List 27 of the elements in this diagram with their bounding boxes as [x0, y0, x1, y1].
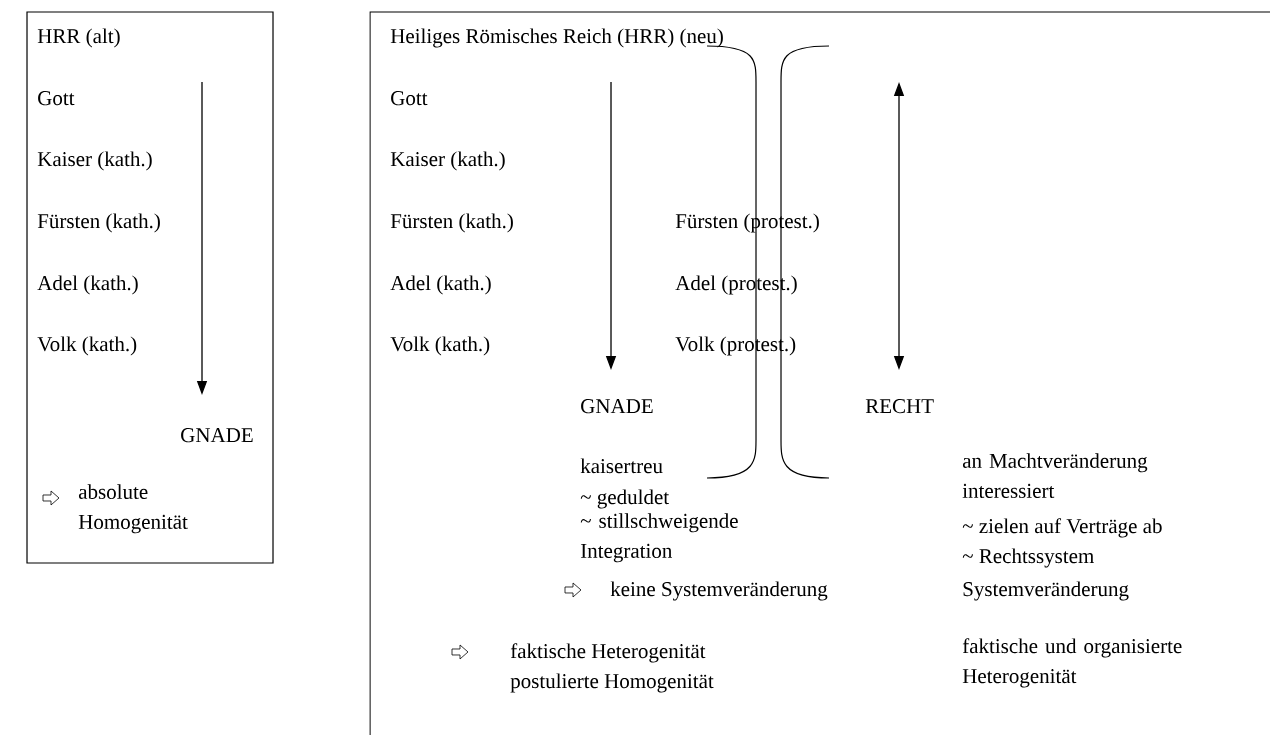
principle-label: GNADE	[181, 428, 253, 443]
principle-label: RECHT	[865, 399, 934, 414]
rank-label: Adel (kath.)	[390, 275, 491, 295]
conclusion-text: absolute Homogenität	[78, 484, 188, 534]
rank-label: Fürsten (kath.)	[390, 213, 513, 233]
conclusion-text: keine Systemveränderung	[610, 581, 828, 601]
rank-label: Gott	[38, 91, 75, 106]
rank-label: Kaiser (kath.)	[37, 151, 152, 171]
rank-label: Fürsten (kath.)	[37, 213, 160, 233]
heading: HRR (alt)	[37, 28, 120, 48]
list-item: ~ geduldet	[580, 489, 669, 509]
list-item: an Machtveränderung interessiert	[962, 453, 1148, 498]
list-item: Systemveränderung	[963, 581, 1129, 601]
conclusion-text: postulierte Homogenität	[510, 673, 714, 693]
list-item: kaisertreu	[580, 458, 663, 474]
conclusion-text: faktische und organisierte Heterogenität	[962, 638, 1182, 688]
rank-label: Volk (kath.)	[390, 336, 490, 356]
rank-label: Volk (kath.)	[37, 336, 137, 356]
rank-label: Gott	[391, 91, 428, 106]
list-item: ~ Rechtssystem	[962, 548, 1094, 568]
rank-label: Kaiser (kath.)	[390, 151, 505, 171]
principle-label: GNADE	[581, 399, 653, 414]
list-item: ~ stillschweigende Integration	[580, 513, 738, 563]
heading: Heiliges Römisches Reich (HRR) (neu)	[390, 28, 723, 48]
conclusion-text: faktische Heterogenität	[510, 643, 706, 663]
rank-label: Adel (kath.)	[37, 275, 138, 295]
list-item: ~ zielen auf Verträge ab	[962, 518, 1162, 538]
